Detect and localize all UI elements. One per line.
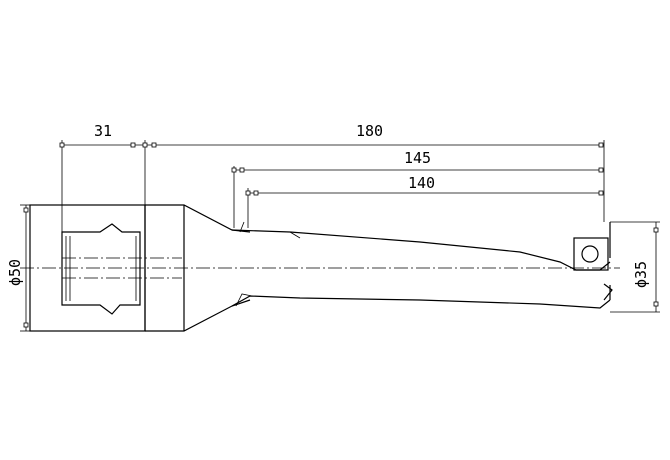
- lower-flute-chamfer: [235, 293, 253, 307]
- dim-tick: [130, 142, 136, 148]
- dim-tick: [151, 142, 157, 148]
- insert-screw: [581, 245, 599, 263]
- clamp-pocket-hatch: [62, 257, 182, 279]
- dim-tick: [23, 207, 29, 213]
- insert-pocket: [573, 237, 609, 271]
- drill-tip: [603, 222, 613, 301]
- dim-tick: [598, 167, 604, 173]
- dim-tick: [239, 167, 245, 173]
- dim-tick: [253, 190, 259, 196]
- dim-tick: [23, 322, 29, 328]
- dim-tick: [142, 142, 148, 148]
- dim-tick: [598, 190, 604, 196]
- dim-tick: [231, 167, 237, 173]
- dim-tick: [653, 227, 659, 233]
- dim-tick: [653, 301, 659, 307]
- dim-label-145: 145: [404, 149, 431, 167]
- clamp-pocket: [61, 223, 141, 315]
- upper-flute-chamfer: [239, 221, 301, 239]
- dim-label-d35: ϕ35: [632, 261, 650, 288]
- body-neck: [145, 204, 251, 332]
- dim-tick: [59, 142, 65, 148]
- dim-label-31: 31: [94, 122, 112, 140]
- clamp-pocket-inner: [65, 236, 137, 301]
- upper-flute: [231, 229, 611, 271]
- dim-label-140: 140: [408, 174, 435, 192]
- dim-label-180: 180: [356, 122, 383, 140]
- dim-tick: [598, 142, 604, 148]
- dim-label-d50: ϕ50: [6, 259, 24, 286]
- lower-flute: [231, 295, 611, 309]
- dim-tick: [245, 190, 251, 196]
